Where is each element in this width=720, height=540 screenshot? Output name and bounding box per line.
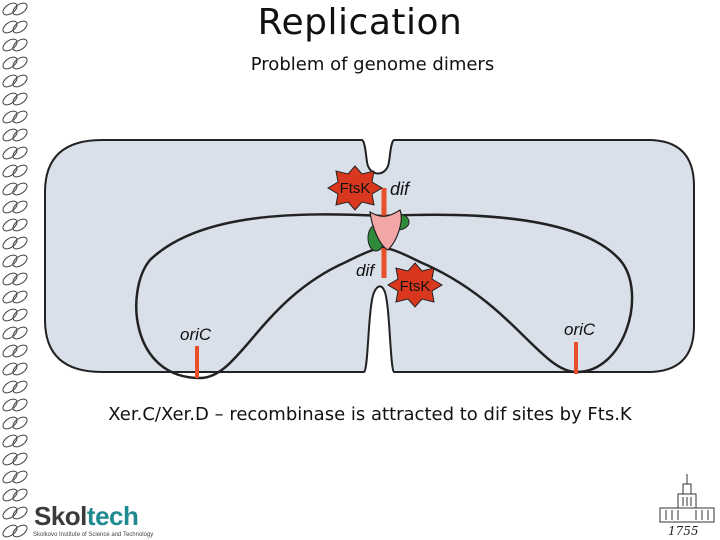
slide-subtitle: Problem of genome dimers xyxy=(250,54,495,75)
emblem-year: 1755 xyxy=(668,524,699,538)
oric-label-right: oriC xyxy=(564,320,596,339)
cell-envelope xyxy=(44,139,695,373)
ftsk-star-icon-bottom xyxy=(387,262,443,308)
ftsk-star-icon-top xyxy=(327,165,383,211)
slide-caption: Xer.C/Xer.D – recombinase is attracted t… xyxy=(108,404,632,425)
logo-tagline: Skolkovo Institute of Science and Techno… xyxy=(33,532,154,538)
ftsk-label-top: FtsK xyxy=(340,180,371,197)
oric-label-left: oriC xyxy=(180,325,212,344)
skoltech-logo: Skoltech Skolkovo Institute of Science a… xyxy=(30,499,154,540)
xer-recombinase-icon xyxy=(367,209,410,252)
slide-title: Replication xyxy=(257,2,463,43)
ftsk-label-bottom: FtsK xyxy=(400,278,431,295)
dif-label-bottom: dif xyxy=(356,261,376,280)
university-building-icon xyxy=(659,474,715,523)
chain-border-icon xyxy=(0,0,30,540)
dif-label-top: dif xyxy=(390,179,411,199)
logo-wordmark: Skoltech xyxy=(34,501,139,531)
